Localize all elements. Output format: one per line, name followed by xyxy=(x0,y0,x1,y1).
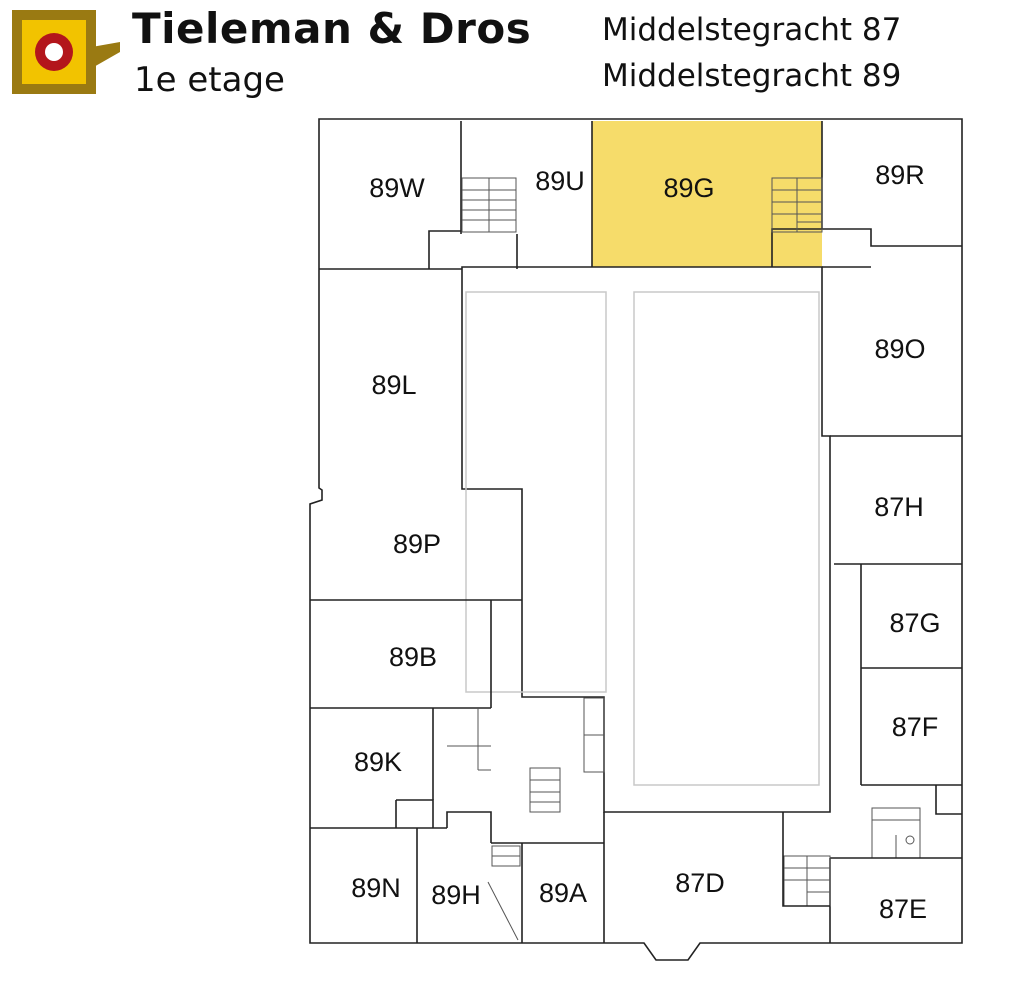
courtyard-inner-left xyxy=(465,291,607,693)
room-89O[interactable]: 89O xyxy=(874,334,925,364)
room-89L[interactable]: 89L xyxy=(371,370,416,400)
room-89U[interactable]: 89U xyxy=(535,166,585,196)
address-line-1: Middelstegracht 87 xyxy=(602,12,902,48)
room-89A[interactable]: 89A xyxy=(539,878,587,908)
room-89G[interactable]: 89G xyxy=(663,173,714,203)
floor-label: 1e etage xyxy=(134,60,285,100)
stair-center-left xyxy=(491,767,561,867)
toilet-block xyxy=(871,807,921,859)
courtyard xyxy=(461,266,831,813)
room-87E[interactable]: 87E xyxy=(879,894,927,924)
room-89R[interactable]: 89R xyxy=(875,160,925,190)
address-line-2: Middelstegracht 89 xyxy=(602,58,902,94)
building-outline xyxy=(309,118,963,961)
room-89B[interactable]: 89B xyxy=(389,642,437,672)
courtyard-inner-right xyxy=(633,291,820,786)
company-logo xyxy=(12,10,120,94)
brand-name: Tieleman & Dros xyxy=(132,4,532,53)
room-89N[interactable]: 89N xyxy=(351,873,401,903)
room-87D[interactable]: 87D xyxy=(675,868,725,898)
stair-top-right xyxy=(771,177,823,233)
room-87G[interactable]: 87G xyxy=(889,608,940,638)
stair-top-left xyxy=(461,177,517,233)
room-89P[interactable]: 89P xyxy=(393,529,441,559)
room-89W[interactable]: 89W xyxy=(369,173,425,203)
room-89G-highlight xyxy=(592,121,822,267)
room-89K[interactable]: 89K xyxy=(354,747,402,777)
kitchenette xyxy=(447,708,491,771)
room-89H[interactable]: 89H xyxy=(431,880,481,910)
toilet-center xyxy=(583,697,605,773)
stair-bottom-right xyxy=(783,855,831,907)
room-87H[interactable]: 87H xyxy=(874,492,924,522)
room-87F[interactable]: 87F xyxy=(892,712,939,742)
